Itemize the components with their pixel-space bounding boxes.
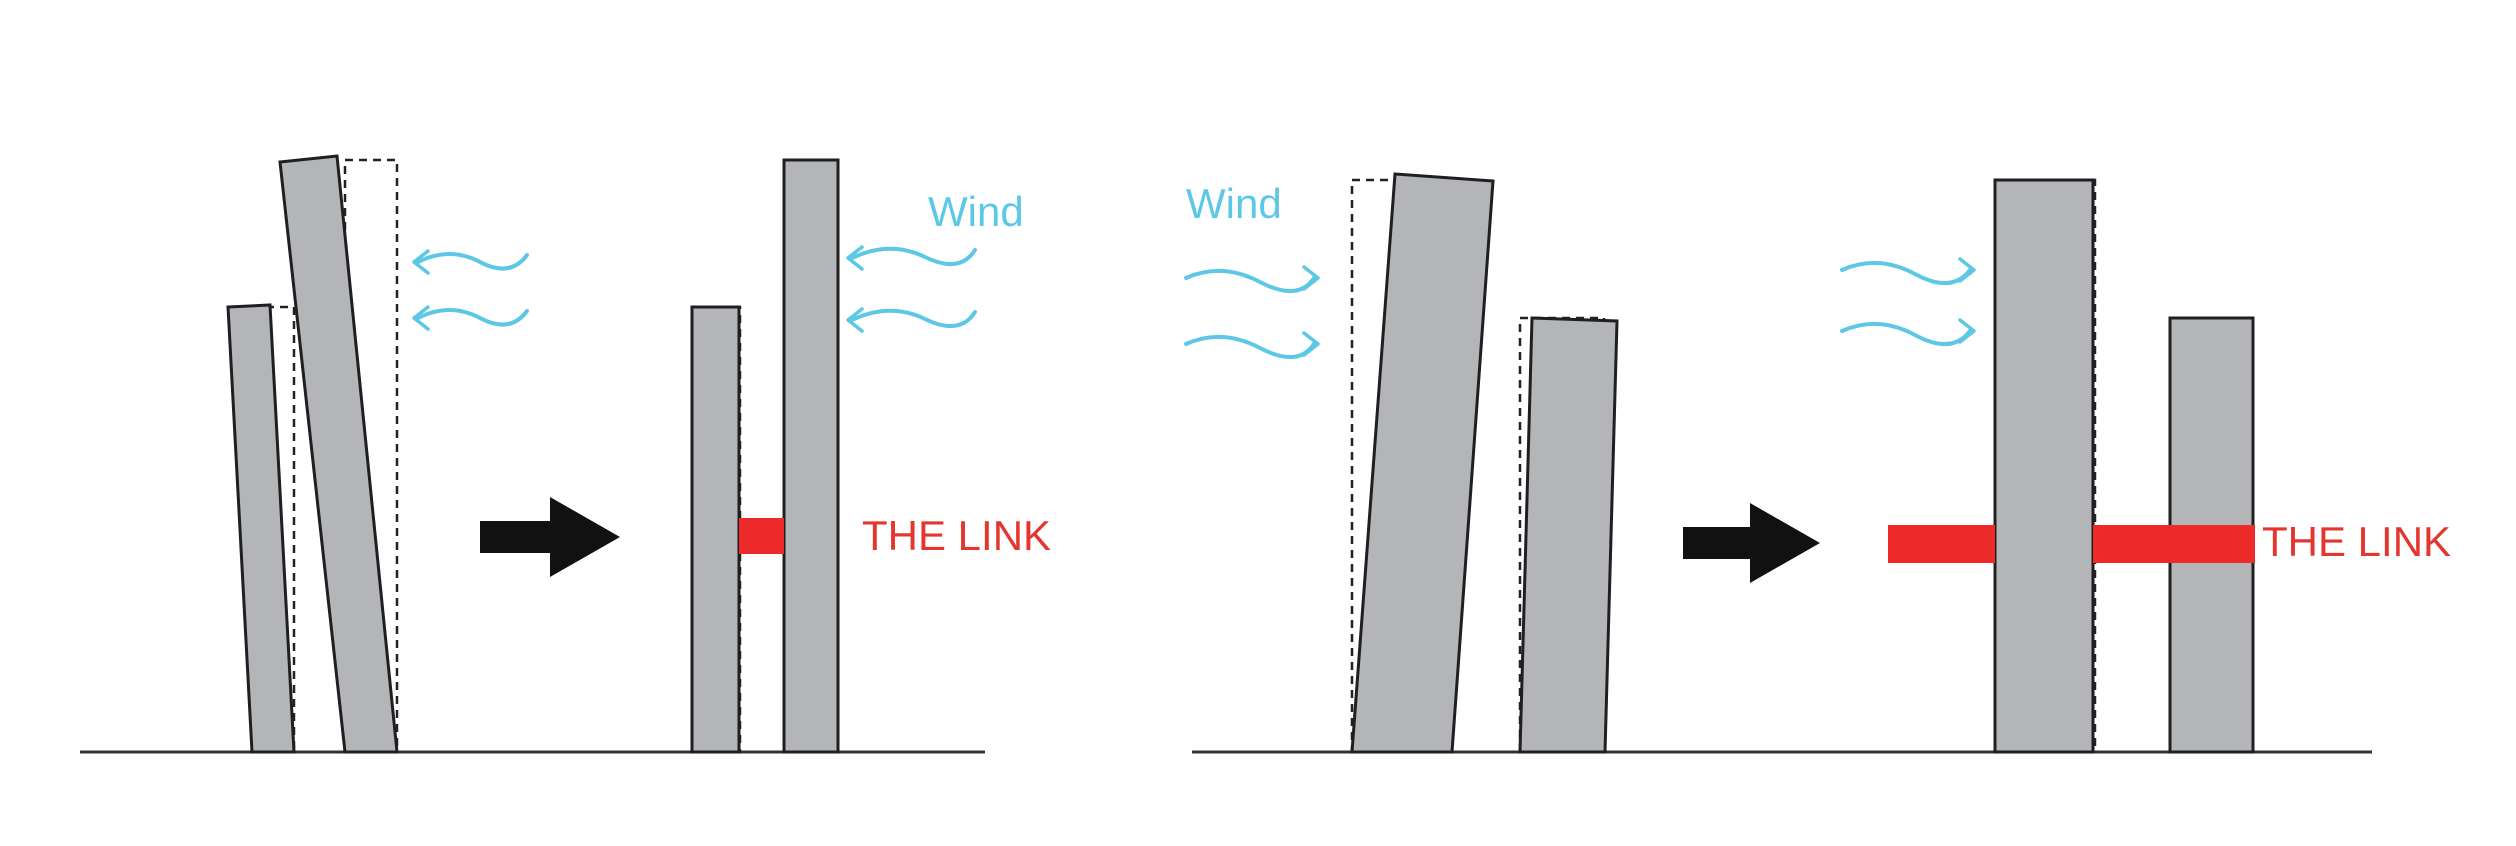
right-panel: Wind THE LINK — [1184, 172, 2451, 754]
tall-tower-swaying-right — [1350, 172, 1495, 754]
left-after-state: Wind THE LINK — [690, 158, 1051, 754]
short-tower-swaying-right — [1518, 316, 1619, 754]
link-bar-right-outer — [1888, 525, 1995, 563]
tall-tower-swaying — [278, 154, 399, 754]
short-tower-linked — [690, 305, 741, 754]
wind-icon-left-before — [412, 249, 529, 331]
transition-arrow-right — [1683, 503, 1820, 583]
left-before-state — [226, 154, 529, 754]
link-label-right: THE LINK — [2262, 518, 2451, 565]
right-before-state: Wind — [1184, 172, 1619, 754]
link-bar-left — [739, 518, 784, 554]
link-bar-right-middle — [2093, 525, 2255, 563]
wind-icon-left-after — [846, 245, 977, 333]
link-label-left: THE LINK — [862, 512, 1051, 559]
wind-icon-right-before — [1184, 265, 1320, 360]
wind-label-right: Wind — [1186, 180, 1282, 227]
left-panel: Wind THE LINK — [80, 154, 1051, 754]
short-tower-swaying — [226, 303, 296, 754]
wind-icon-right-after — [1840, 257, 1976, 347]
wind-label-left: Wind — [928, 188, 1024, 235]
right-after-state: THE LINK — [1840, 178, 2451, 754]
transition-arrow-left — [480, 497, 620, 577]
tall-tower-linked — [782, 158, 840, 754]
tall-tower-linked-right — [1993, 178, 2095, 754]
